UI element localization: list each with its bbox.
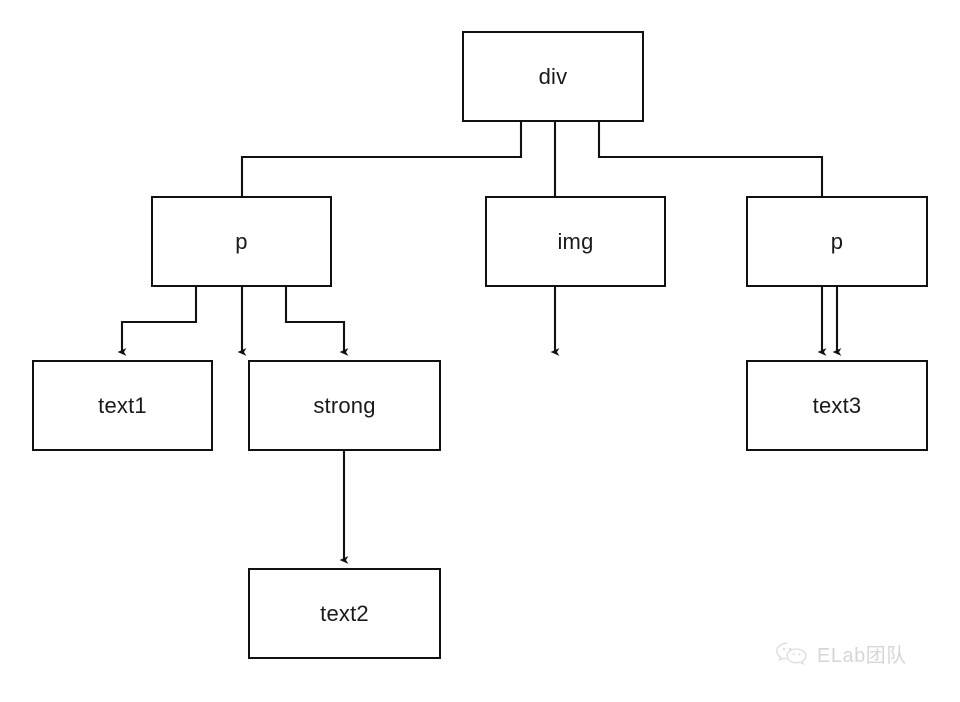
node-text2[interactable]: text2 <box>248 568 441 659</box>
node-label: img <box>557 228 594 254</box>
watermark: ELab团队 <box>775 641 907 671</box>
watermark-text: ELab团队 <box>817 645 907 667</box>
node-text1[interactable]: text1 <box>32 360 213 451</box>
node-label: div <box>538 63 568 89</box>
node-label: p <box>830 228 844 254</box>
node-strong[interactable]: strong <box>248 360 441 451</box>
wechat-icon <box>775 641 809 671</box>
node-p-left[interactable]: p <box>151 196 332 287</box>
node-div[interactable]: div <box>462 31 644 122</box>
node-label: text3 <box>812 392 862 418</box>
edge-p-left-to-text1 <box>117 287 198 356</box>
node-img[interactable]: img <box>485 196 666 287</box>
node-p-right[interactable]: p <box>746 196 928 287</box>
node-label: text2 <box>320 600 369 626</box>
node-label: strong <box>313 392 376 418</box>
node-label: p <box>235 228 248 254</box>
node-label: text1 <box>98 392 147 418</box>
node-text3[interactable]: text3 <box>746 360 928 451</box>
edge-p-left-to-strong <box>284 287 349 356</box>
